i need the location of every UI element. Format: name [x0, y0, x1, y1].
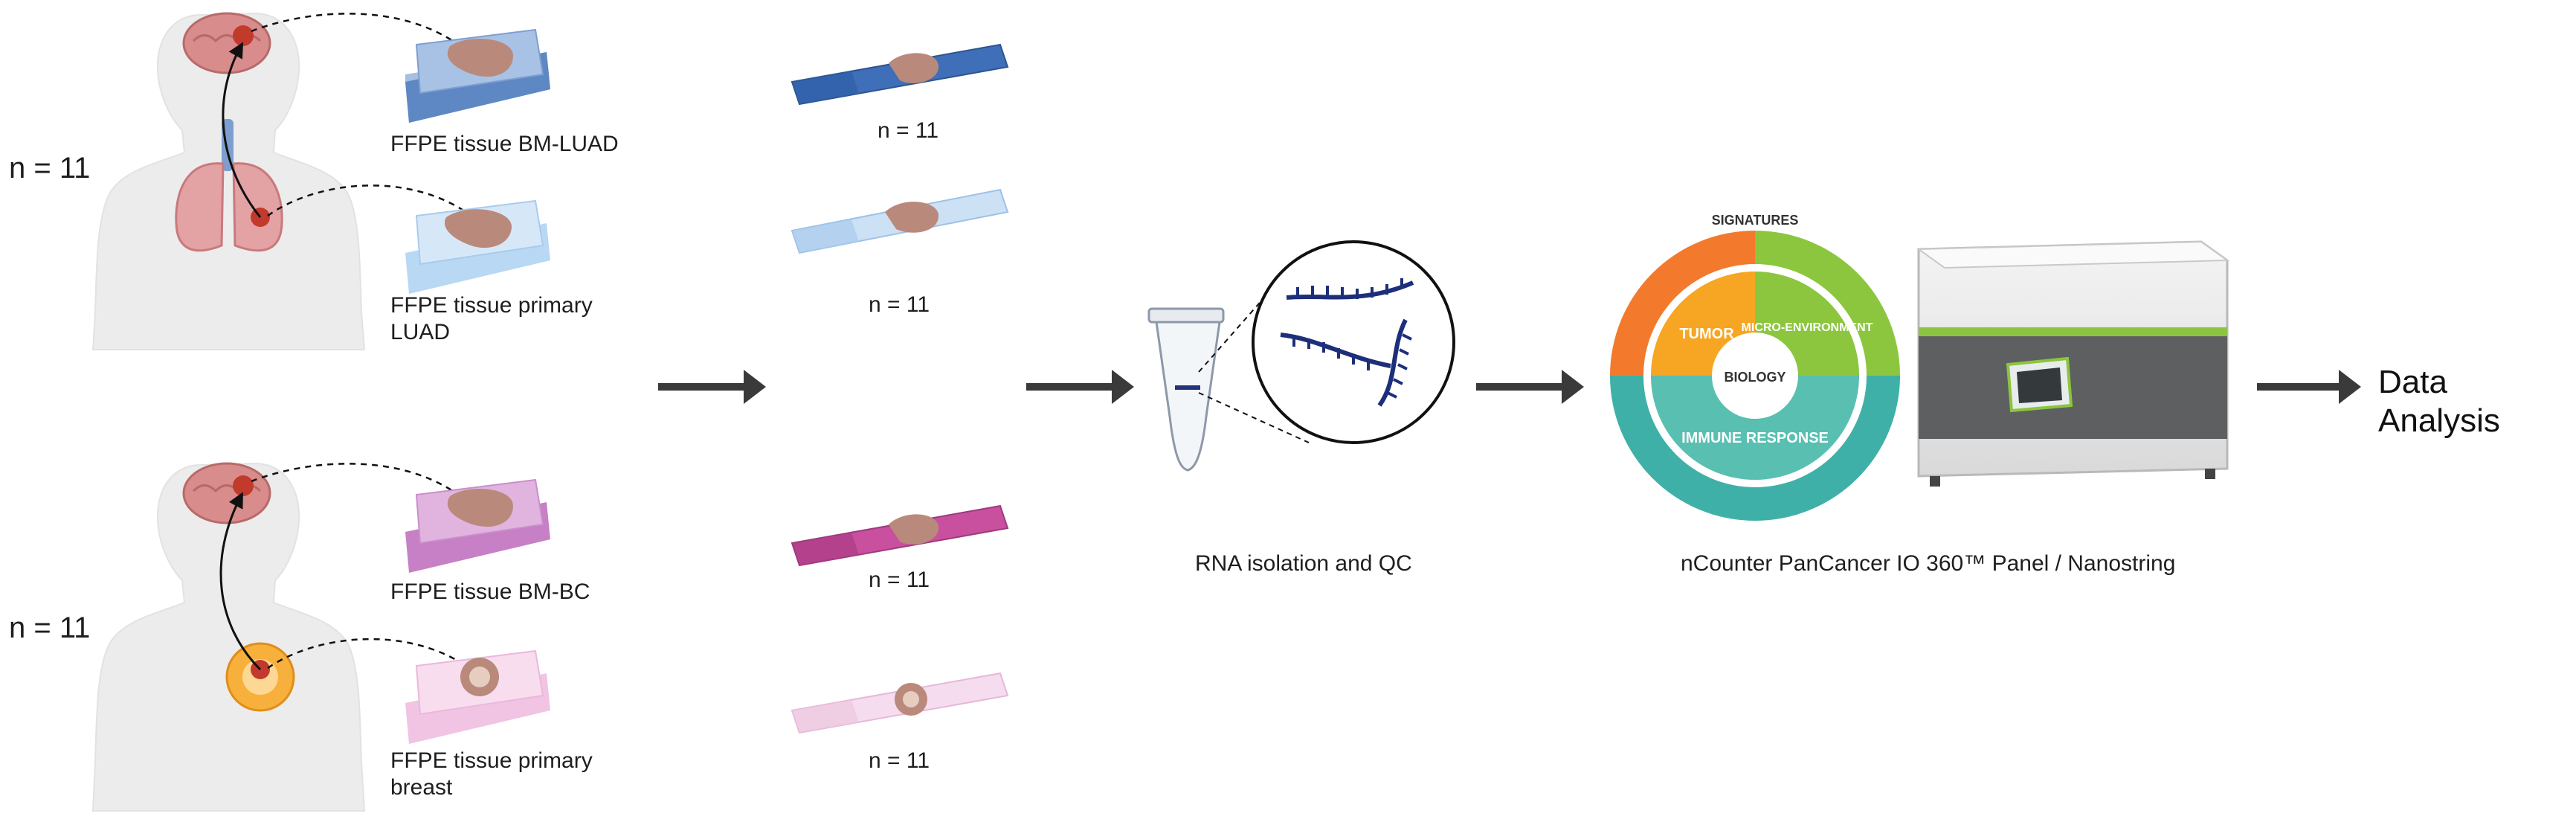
wheel-segment-microenvironment: MICRO-ENVIRONMENT [1742, 321, 1873, 334]
rna-strand [1286, 280, 1414, 300]
wheel-segment-tumor: TUMOR [1679, 326, 1734, 342]
tissue-label-bm-luad: FFPE tissue BM-LUAD [390, 132, 619, 156]
signature-wheel: BIOLOGY TUMOR MICRO-ENVIRONMENT IMMUNE R… [1610, 213, 1900, 521]
flow-arrows [658, 370, 2361, 404]
slide-blue [790, 43, 1009, 106]
slide-light-blue [790, 188, 1009, 254]
body-figure-lung [91, 12, 366, 350]
ffpe-block-bm-bc [405, 478, 550, 573]
sample-link-dashed [267, 638, 478, 675]
tissue-label-primary-breast: FFPE tissue primary breast [390, 748, 593, 800]
microtube-icon [1147, 307, 1225, 472]
slide-n-label: n = 11 [869, 292, 930, 317]
wheel-segment-immune: IMMUNE RESPONSE [1681, 430, 1829, 446]
slide-n-label: n = 11 [869, 568, 930, 592]
breast-icon [225, 642, 295, 712]
wheel-center-label: BIOLOGY [1724, 370, 1786, 385]
lungs-icon [175, 119, 283, 252]
panel-label: nCounter PanCancer IO 360™ Panel / Nanos… [1681, 551, 2176, 576]
metastasis-arrow [219, 492, 262, 671]
slide-n-label: n = 11 [878, 118, 939, 143]
brain-icon [182, 462, 271, 524]
metastasis-arrow [222, 42, 262, 218]
rna-strand [1377, 318, 1408, 407]
sample-link-dashed [251, 463, 478, 512]
slide-group [790, 43, 1009, 734]
brain-icon [182, 12, 271, 74]
sample-link-dashed [251, 13, 478, 62]
slide-n-label: n = 11 [869, 748, 930, 773]
rna-zoom-circle [1198, 240, 1455, 444]
tissue-label-primary-luad: FFPE tissue primary LUAD [390, 293, 593, 344]
rna-isolation-label: RNA isolation and QC [1195, 551, 1412, 576]
tissue-label-bm-bc: FFPE tissue BM-BC [390, 580, 590, 604]
slide-light-pink [790, 672, 1009, 734]
wheel-outer-title: SIGNATURES [1712, 213, 1799, 228]
data-analysis-label: Data Analysis [2378, 364, 2500, 439]
nanostring-instrument-icon [1916, 240, 2230, 487]
slide-magenta [790, 504, 1009, 567]
body-figure-breast [91, 462, 366, 812]
ffpe-block-primary-luad [405, 199, 550, 294]
ffpe-block-primary-breast [405, 649, 550, 744]
sample-link-dashed [267, 184, 478, 222]
cohort-breast-n: n = 11 [9, 611, 91, 644]
cohort-lung-n: n = 11 [9, 152, 91, 184]
ffpe-block-bm-luad [405, 28, 550, 123]
